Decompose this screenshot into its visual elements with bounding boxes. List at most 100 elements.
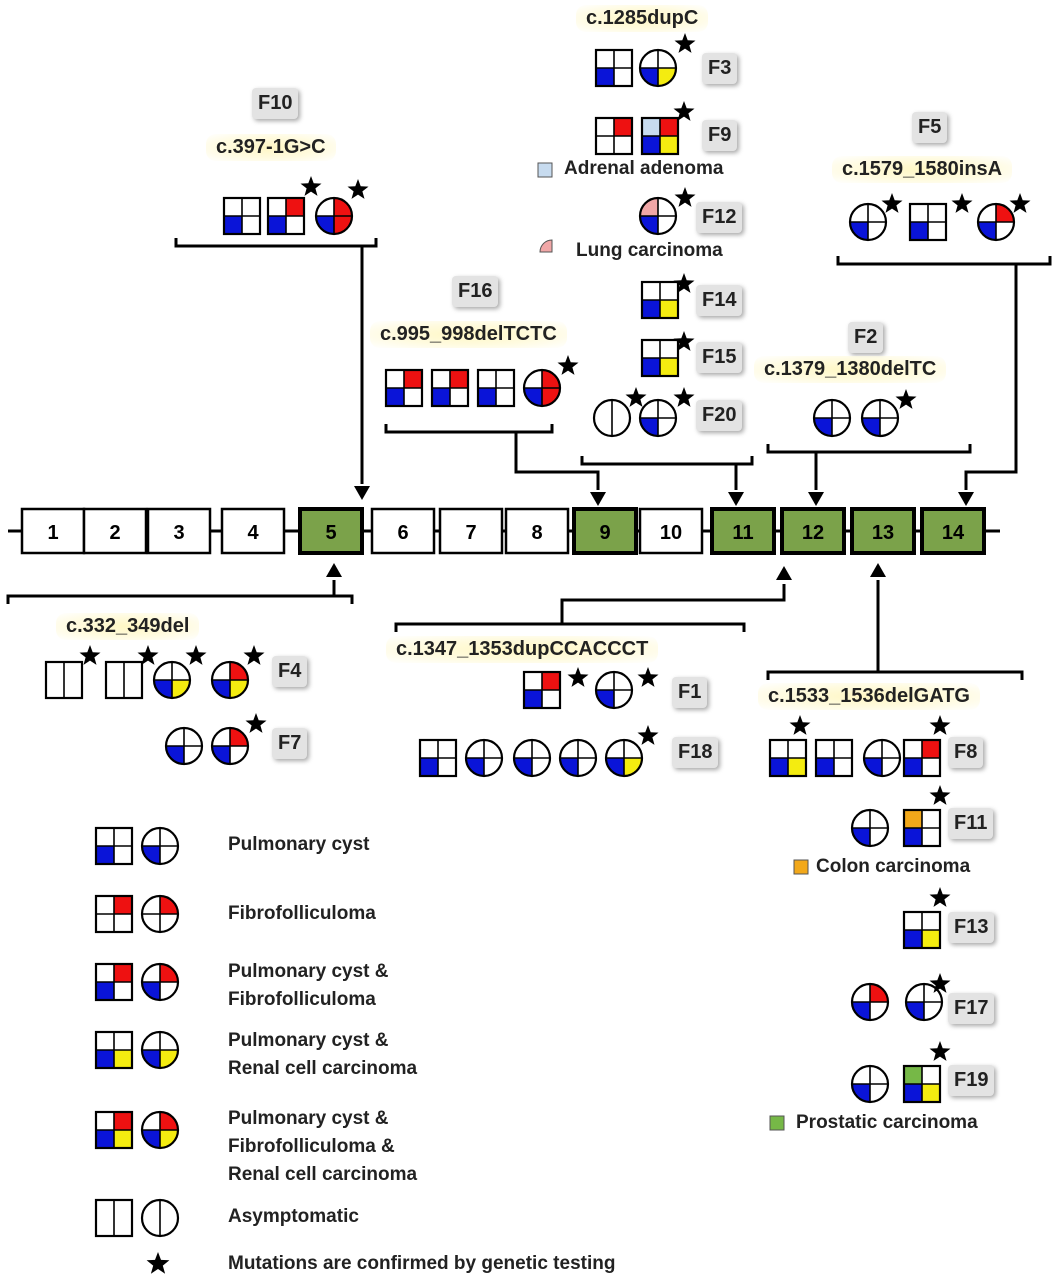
quadrant [624,758,642,776]
quadrant [542,672,560,690]
female-symbol [152,660,192,700]
male-symbol [594,48,634,88]
quadrant [660,136,678,154]
quadrant [96,896,114,914]
male-symbol [430,368,470,408]
quadrant [658,68,676,86]
quadrant [224,216,242,234]
quadrant [660,358,678,376]
arrowhead [808,492,824,506]
mutation-label-c1533: c.1533_1536delGATG [758,683,980,710]
note-colon-carcinoma: Colon carcinoma [816,856,971,877]
family-label-f3: F3 [702,53,738,84]
quadrant [852,1084,870,1102]
legend-female-fibrofolliculoma [140,894,180,934]
quadrant [596,136,614,154]
exon-number: 7 [465,522,476,544]
family-label-f8: F8 [948,737,984,768]
exon-7: 7 [438,507,504,555]
quadrant [640,216,658,234]
exon-8: 8 [504,507,570,555]
female-symbol [850,982,890,1022]
confirmed-star-icon [789,715,811,735]
quadrant [172,680,190,698]
female-symbol [522,368,562,408]
quadrant [906,1002,924,1020]
quadrant [614,50,632,68]
confirmed-star-icon [637,667,659,687]
legend-female-pulmonary-cyst [140,826,180,866]
quadrant [230,680,248,698]
family-label-f4: F4 [272,656,308,687]
confirmed-star-icon [1009,193,1031,213]
arrow-c1347-exon12 [560,584,786,624]
quadrant [96,1218,114,1236]
female-symbol [210,660,250,700]
quadrant [114,846,132,864]
legend-male-fibrofolliculoma [94,894,134,934]
quadrant [834,740,852,758]
family-label-f9: F9 [702,120,738,151]
note-prostatic-carcinoma: Prostatic carcinoma [796,1112,978,1133]
quadrant [606,758,624,776]
exon-box [920,507,986,555]
exon-number: 5 [325,522,336,544]
mutation-label-c332: c.332_349del [56,613,200,640]
mutation-label-c1285: c.1285dupC [576,5,709,32]
female-symbol [464,738,504,778]
quadrant [816,758,834,776]
exon-10: 10 [638,507,704,555]
quadrant [154,680,172,698]
arrowhead [776,566,792,580]
exon-9: 9 [572,507,638,555]
quadrant [524,690,542,708]
quadrant [978,222,996,240]
quadrant [106,662,124,680]
family-label-f5: F5 [912,112,948,143]
quadrant [160,1112,178,1130]
female-symbol [638,48,678,88]
male-symbol [640,338,680,378]
quadrant [466,758,484,776]
exon-number: 4 [247,522,259,544]
quadrant [614,118,632,136]
female-symbol [314,196,354,236]
mutation-label-c1347: c.1347_1353dupCCACCCT [386,636,659,663]
legend-male-all [94,1110,134,1150]
quadrant [420,740,438,758]
quadrant [852,828,870,846]
female-symbol [904,982,944,1022]
quadrant [438,740,456,758]
male-symbol [640,280,680,320]
quadrant [524,388,542,406]
quadrant [862,418,880,436]
quadrant [478,388,496,406]
quadrant [230,662,248,680]
quadrant [432,388,450,406]
quadrant [96,964,114,982]
male-symbol [104,660,144,700]
quadrant [114,1032,132,1050]
quadrant [596,50,614,68]
confirmed-star-icon [300,176,322,196]
family-label-f11: F11 [948,808,994,839]
confirmed-star-icon [673,101,695,121]
bracket-c332 [6,594,354,604]
quadrant [660,340,678,358]
quadrant [114,1218,132,1236]
family-label-f10: F10 [252,88,299,119]
quadrant [160,896,178,914]
exon-1: 1 [20,507,86,555]
quadrant [114,914,132,932]
exon-number: 2 [109,522,120,544]
legend-all-line2: Fibrofolliculoma & [228,1136,395,1157]
quadrant [850,222,868,240]
quadrant [542,388,560,406]
quadrant [114,828,132,846]
quadrant [596,690,614,708]
family-label-f17: F17 [948,993,995,1024]
quadrant [114,982,132,1000]
arrow-f5-exon14 [964,264,1018,490]
